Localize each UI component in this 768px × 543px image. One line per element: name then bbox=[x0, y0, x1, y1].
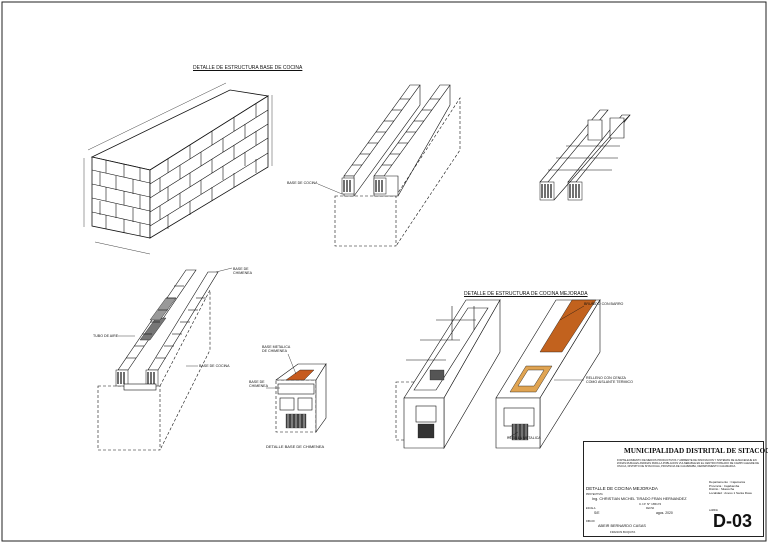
designer-label: PROYECTISTA bbox=[586, 493, 603, 496]
designer-cip: C.I.P. N° 165172 bbox=[639, 502, 662, 506]
label-base-metalica: BASE METALICA DE CHIMENEA bbox=[262, 345, 291, 354]
drawn-by-sub: FRANCIS BUQUITA bbox=[610, 530, 636, 534]
location-key: Departamento bbox=[709, 480, 729, 484]
label-regilla-metalica: REGILLA METALICA bbox=[507, 436, 541, 440]
chimney-base-assembly-view bbox=[97, 267, 233, 451]
project-description: FORTALECIMIENTO DE MEDIOS PRODUCTIVOS Y … bbox=[617, 459, 759, 469]
title-block: MUNICIPALIDAD DISTRITAL DE SITACOCHA FOR… bbox=[583, 441, 768, 537]
location-value: Cajamarca bbox=[730, 480, 746, 484]
sheet-label: LAMINA bbox=[709, 509, 718, 512]
location-key: Distrito bbox=[709, 487, 719, 492]
drawn-by: ABEIR BERNARDO CASAS bbox=[598, 524, 646, 528]
sheet-number: D-03 bbox=[713, 511, 753, 531]
label-tubo-de-aire: TUBO DE AIRE bbox=[93, 334, 119, 338]
improved-kitchen-view-left bbox=[395, 298, 501, 450]
location-row: Distrito : Sitacocha bbox=[709, 487, 735, 492]
scale-value: S/E bbox=[594, 511, 600, 515]
location-table: Departamento : Cajamarca Provincia : Caj… bbox=[709, 480, 752, 495]
drawn-label: DIBUJO bbox=[586, 520, 595, 523]
date-label: FECHA bbox=[646, 507, 655, 510]
municipality-name: MUNICIPALIDAD DISTRITAL DE SITACOCHA bbox=[624, 447, 768, 455]
label-base-de-cocina: BASE DE COCINA bbox=[287, 181, 318, 185]
designer-name: Ing. CHRISTIAN MICHEL TIRADO FRAN HERNAN… bbox=[592, 497, 687, 501]
location-key: Provincia bbox=[709, 483, 722, 488]
improved-kitchen-view-right bbox=[495, 298, 601, 450]
label-base-de-cocina-mid: BASE DE COCINA bbox=[199, 364, 230, 368]
location-value: Cajabamba bbox=[723, 483, 740, 488]
frame-isometric-view bbox=[539, 109, 631, 201]
label-brunido: BRUÑIDO CON BARRO bbox=[584, 302, 624, 306]
chimney-base-detail-view bbox=[266, 353, 327, 433]
location-value: Sitacocha bbox=[720, 487, 735, 492]
location-value: Anexo 1 Santa Rosa bbox=[724, 490, 752, 495]
base-structure-view bbox=[83, 82, 273, 255]
location-key: Localidad bbox=[709, 490, 722, 495]
base-structure-title: DETALLE DE ESTRUCTURA BASE DE COCINA bbox=[193, 65, 303, 71]
location-row: Localidad : Anexo 1 Santa Rosa bbox=[709, 490, 752, 495]
label-relleno-ceniza: RELLENO CON CENIZA COMO AISLANTE TERMICO bbox=[586, 376, 633, 385]
label-base-de-chimenea-small: BASE DE CHIMENEA bbox=[249, 380, 268, 389]
date-value: agos. 2020 bbox=[656, 511, 673, 515]
kitchen-base-frame-view bbox=[317, 84, 461, 247]
sheet-name: DETALLE DE COCINA MEJORADA bbox=[586, 486, 658, 491]
location-row: Provincia : Cajabamba bbox=[709, 483, 740, 488]
location-row: Departamento : Cajamarca bbox=[709, 480, 746, 484]
label-base-de-chimenea: BASE DE CHIMENEA bbox=[233, 267, 252, 276]
improved-structure-title: DETALLE DE ESTRUCTURA DE COCINA MEJORADA bbox=[464, 291, 588, 297]
chimney-base-caption: DETALLE BASE DE CHIMENEA bbox=[266, 444, 325, 449]
scale-label: ESCALA bbox=[586, 507, 596, 510]
